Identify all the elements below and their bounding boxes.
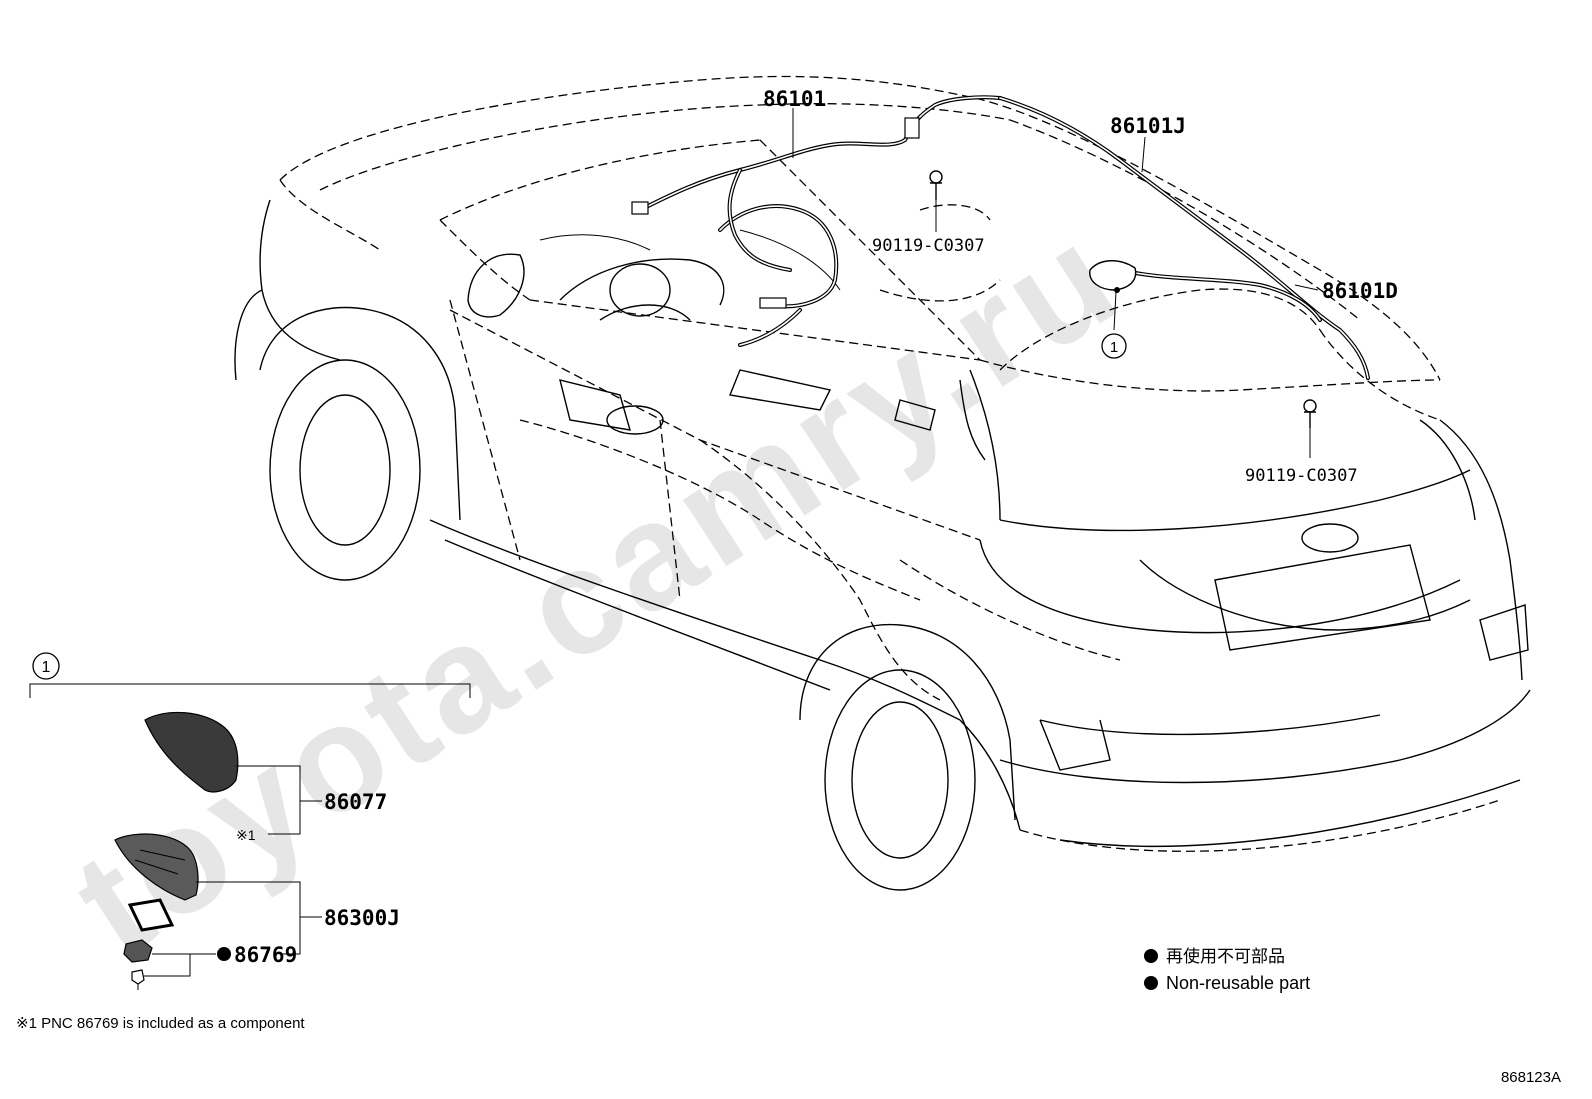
nut-icon bbox=[123, 939, 153, 963]
non-reusable-dot-icon bbox=[217, 947, 231, 961]
legend-jp-text: 再使用不可部品 bbox=[1166, 946, 1285, 966]
antenna-cables bbox=[631, 95, 1370, 380]
part-86101-label: 86101 bbox=[763, 87, 826, 111]
diagram-id-text: 868123A bbox=[1501, 1069, 1561, 1086]
non-reusable-dot-icon bbox=[1144, 949, 1158, 963]
part-86101J-label: 86101J bbox=[1110, 114, 1186, 138]
watermark-text: toyota.camry.ru bbox=[46, 190, 1147, 987]
detail-ref-text: 1 bbox=[42, 659, 51, 676]
legend: 再使用不可部品 Non-reusable part bbox=[1144, 946, 1310, 993]
legend-en-text: Non-reusable part bbox=[1166, 973, 1310, 993]
part-86769-label: 86769 bbox=[234, 943, 297, 967]
gasket-icon bbox=[127, 898, 175, 932]
part-86300J-label: 86300J bbox=[324, 906, 400, 930]
screw-icon bbox=[1303, 399, 1317, 458]
screw-part-label-rear: 90119-C0307 bbox=[1245, 466, 1358, 486]
footnote-text: ※1 PNC 86769 is included as a component bbox=[16, 1015, 305, 1032]
clip-icon bbox=[131, 969, 145, 985]
part-86101D-label: 86101D bbox=[1322, 279, 1398, 303]
part-86077-label: 86077 bbox=[324, 790, 387, 814]
screw-part-label-top: 90119-C0307 bbox=[872, 236, 985, 256]
detail-callout: 1 bbox=[1101, 333, 1127, 359]
callout-ref-text: 1 bbox=[1110, 339, 1118, 356]
detail-inset: 1 86077 ※1 86300J 86769 bbox=[29, 652, 471, 990]
vehicle-outline bbox=[234, 75, 1531, 891]
antenna-cover-icon bbox=[144, 711, 239, 793]
note-marker-text: ※1 bbox=[236, 827, 256, 843]
non-reusable-dot-icon bbox=[1144, 976, 1158, 990]
screw-icon bbox=[929, 170, 943, 232]
leader-lines bbox=[792, 108, 1319, 331]
